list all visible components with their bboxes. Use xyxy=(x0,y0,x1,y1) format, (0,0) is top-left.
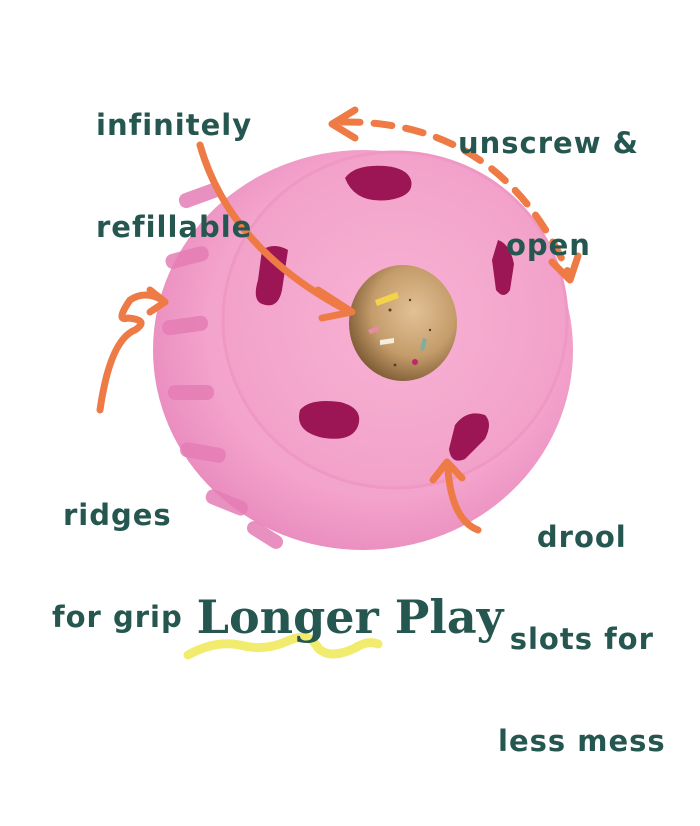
treat xyxy=(349,265,457,381)
callout-refillable: infinitely refillable xyxy=(96,108,253,244)
drool-arrow-icon xyxy=(444,466,482,534)
product-infographic: infinitely refillable unscrew & open rid… xyxy=(52,106,665,758)
unscrew-dashed-arrow-icon xyxy=(338,118,572,276)
callout-ridges: ridges for grip xyxy=(52,498,183,634)
callout-unscrew: unscrew & open xyxy=(458,126,639,262)
page-title: Longer Play xyxy=(196,590,504,644)
unscrew-arrow-head-right xyxy=(548,252,582,284)
drool-slots xyxy=(255,165,514,461)
squiggle-underline-icon xyxy=(183,632,383,660)
unscrew-arrow-head-left xyxy=(328,106,359,142)
refill-arrow-head xyxy=(314,286,356,322)
drool-arrow-head xyxy=(429,458,466,484)
ridges-arrow-head xyxy=(146,286,169,316)
product-illustration xyxy=(96,106,582,660)
ridges xyxy=(162,182,284,549)
ridges-arrow-icon xyxy=(96,291,166,414)
